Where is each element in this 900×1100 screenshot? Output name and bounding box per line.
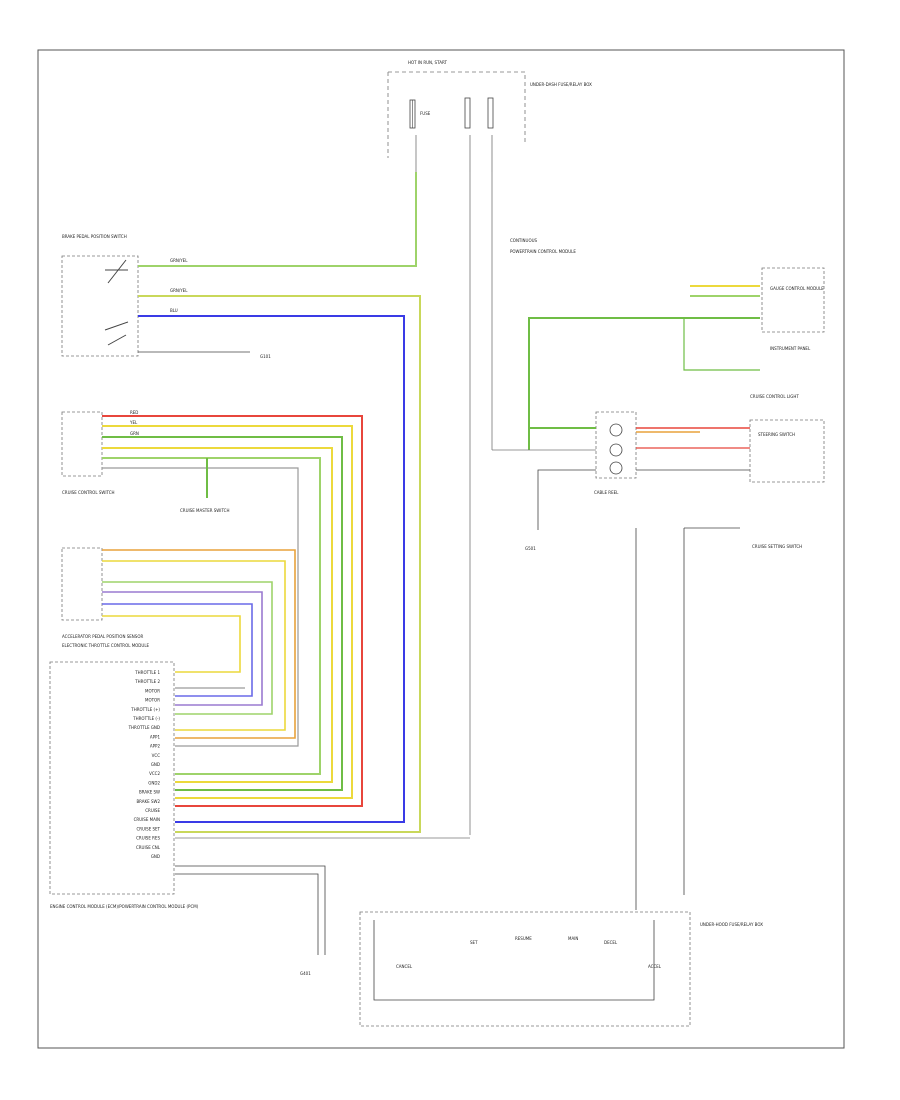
fuse-symbol-3 (487, 97, 494, 129)
wire-label: GRN/YEL (170, 288, 188, 293)
wire-yel-3 (102, 560, 286, 731)
ground-label: CRUISE MASTER SWITCH (180, 508, 229, 513)
wire-grn-right (528, 317, 760, 450)
ecm-pin-label: VCC2 (149, 771, 160, 776)
wire-yel-4 (102, 615, 241, 673)
ecm-pin-label: THROTTLE GND (128, 725, 160, 730)
wire-orange (102, 549, 296, 739)
main-label: MAIN (568, 936, 578, 941)
svg-text:CRUISE SETTING SWITCH: CRUISE SETTING SWITCH (752, 544, 802, 549)
svg-text:ELECTRONIC THROTTLE CONTROL MO: ELECTRONIC THROTTLE CONTROL MODULE (62, 643, 150, 648)
accel-label: ACCEL (648, 964, 662, 969)
ground-note: G101 (260, 354, 271, 359)
svg-text:ACCELERATOR PEDAL POSITION SEN: ACCELERATOR PEDAL POSITION SENSOR (62, 634, 143, 639)
ecm-pin-label: GND (151, 854, 160, 859)
decel-label: DECEL (604, 940, 618, 945)
ecm-pin-label: CRUISE RES (136, 836, 160, 841)
ecm-pin-label: THROTTLE (+) (130, 707, 160, 712)
wire-gray (102, 467, 299, 747)
relay-box-note: UNDER-HOOD FUSE/RELAY BOX (700, 922, 763, 927)
svg-text:CRUISE CONTROL LIGHT: CRUISE CONTROL LIGHT (750, 394, 799, 399)
fuse-symbol-2 (464, 97, 471, 129)
svg-text:CRUISE CONTROL SWITCH: CRUISE CONTROL SWITCH (62, 490, 115, 495)
wire-blk-bottom (175, 865, 326, 955)
horn-ground: G501 (525, 546, 536, 551)
brake-pedal-switch: BRAKE PEDAL POSITION SWITCH (61, 234, 139, 357)
wire-label: GRN (130, 431, 139, 436)
ecm-pin-label: GND2 (148, 780, 160, 785)
ecm-pin-label: CRUISE (145, 808, 160, 813)
ecm-pin-label: CRUISE CNL (136, 845, 161, 850)
wire-label: GRN/YEL (170, 258, 188, 263)
diagram-border (37, 49, 845, 1049)
cancel-label: CANCEL (396, 964, 413, 969)
cruise-setting-switch-panel: CANCEL SET RESUME MAIN DECEL ACCEL (359, 911, 691, 1027)
wire-red (102, 415, 363, 807)
fuse-box-top: HOT IN RUN, START UNDER-DASH FUSE/RELAY … (387, 60, 592, 172)
gauge-control-module: GAUGE CONTROL MODULE INSTRUMENT PANEL CR… (750, 267, 825, 399)
ecm-pin-label: MOTOR (145, 698, 160, 703)
wire-grn (102, 436, 343, 791)
wire-yel-2 (102, 447, 333, 783)
wire-blu-2 (102, 603, 253, 697)
fuse-box-note: UNDER-DASH FUSE/RELAY BOX (530, 82, 592, 87)
set-label: SET (470, 940, 478, 945)
pcm-note: POWERTRAIN CONTROL MODULE (510, 249, 576, 254)
wire-label: YEL (129, 420, 138, 425)
svg-text:CABLE REEL: CABLE REEL (594, 490, 619, 495)
accelerator-pedal-sensor: ACCELERATOR PEDAL POSITION SENSOR ELECTR… (61, 547, 150, 648)
ecm-pin-list: THROTTLE 1 THROTTLE 2 MOTOR MOTOR THROTTLE (… (128, 670, 161, 859)
wire-label: RED (130, 410, 138, 415)
ecm-pin-label: THROTTLE (-) (132, 716, 160, 721)
ground-bottom: G401 (300, 971, 311, 976)
ecm-pin-label: CRUISE SET (136, 826, 160, 831)
hot-label: HOT IN RUN, START (408, 60, 447, 65)
ecm-pin-label: MOTOR (145, 688, 160, 693)
wire-grn-yel-2 (138, 295, 421, 833)
wire-grn-right-2 (683, 318, 760, 371)
resume-label: RESUME (515, 936, 532, 941)
wire-label: BLU (170, 308, 178, 313)
continuous-note: CONTINUOUS (510, 238, 538, 243)
cable-reel: CABLE REEL (594, 411, 637, 495)
fuse-label: FUSE (420, 111, 431, 116)
ecm-pin-label: BRAKE SW2 (136, 799, 160, 804)
ecm-pin-label: CRUISE MAIN (134, 817, 160, 822)
ecm-pin-label: THROTTLE 1 (134, 670, 160, 675)
wire-blu (138, 315, 405, 823)
ecm-pin-label: BRAKE SW (139, 790, 160, 795)
cruise-control-switch: CRUISE CONTROL SWITCH (61, 411, 115, 495)
svg-text:ENGINE CONTROL MODULE (ECM)/PO: ENGINE CONTROL MODULE (ECM)/POWERTRAIN C… (50, 904, 199, 909)
wire-grn-yel-1 (138, 172, 417, 267)
ecm-pin-label: THROTTLE 2 (134, 679, 160, 684)
svg-text:INSTRUMENT PANEL: INSTRUMENT PANEL (770, 346, 811, 351)
wire-ltgrn-2 (102, 581, 273, 715)
svg-text:GAUGE CONTROL MODULE: GAUGE CONTROL MODULE (770, 286, 824, 291)
wire-purple (102, 591, 263, 706)
ecm-pin-label: APP1 (150, 734, 161, 739)
wire-yel (102, 425, 353, 799)
ecm-pin-label: APP2 (150, 744, 161, 749)
ecm-pin-label: GND (151, 762, 160, 767)
svg-text:BRAKE PEDAL POSITION SWITCH: BRAKE PEDAL POSITION SWITCH (62, 234, 127, 239)
svg-text:STEERING SWITCH: STEERING SWITCH (758, 432, 795, 437)
ecm-pin-label: VCC (152, 753, 161, 758)
steering-switch: STEERING SWITCH CRUISE SETTING SWITCH (749, 419, 825, 549)
ecm-module: ENGINE CONTROL MODULE (ECM)/POWERTRAIN C… (49, 661, 199, 909)
wire-blk-horn (537, 469, 596, 530)
wire-ltgrn (102, 457, 321, 775)
wire-blk-bottom-2 (175, 873, 319, 955)
